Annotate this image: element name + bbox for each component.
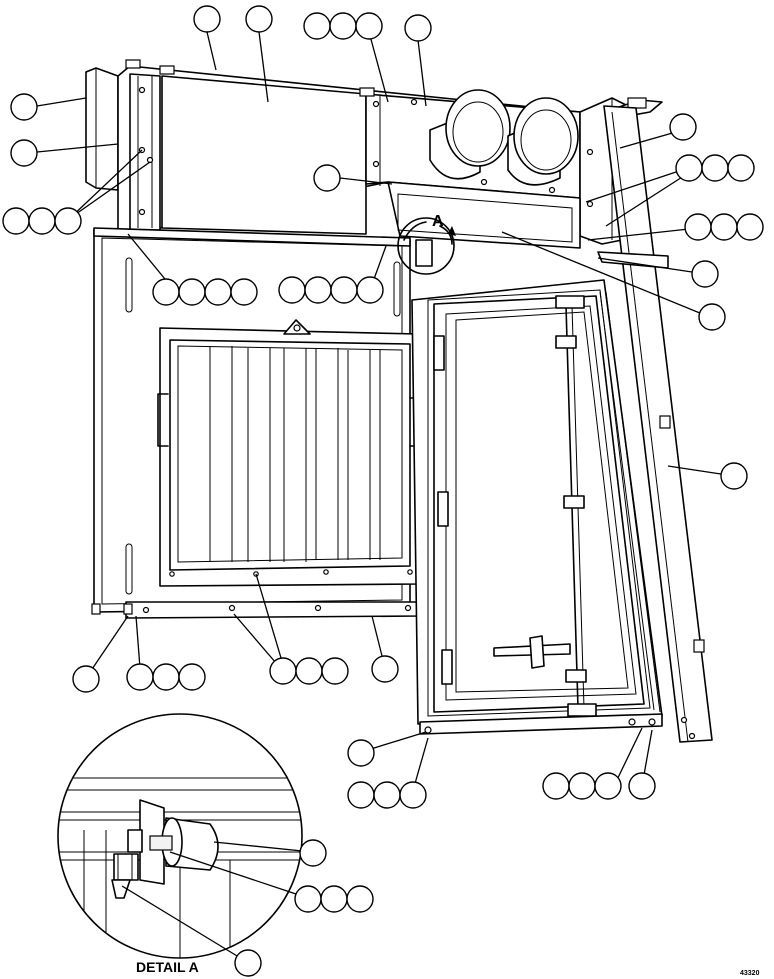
callout-triple bbox=[269, 657, 349, 685]
upper-plenum-assembly bbox=[85, 59, 663, 249]
callout-single bbox=[628, 772, 656, 800]
callout-single bbox=[347, 739, 375, 767]
callout-triple bbox=[684, 213, 764, 241]
callout-single bbox=[193, 5, 221, 33]
right-side-panel bbox=[597, 105, 713, 743]
figure-number: 43320 bbox=[740, 970, 760, 977]
callout-triple bbox=[542, 772, 622, 800]
callout-triple bbox=[347, 781, 427, 809]
callout-single bbox=[720, 462, 748, 490]
cabinet-bottom-rail bbox=[125, 601, 421, 619]
access-door bbox=[411, 279, 663, 735]
filter-pleats bbox=[209, 346, 381, 562]
callout-triple bbox=[303, 12, 383, 40]
callout-single bbox=[371, 655, 399, 683]
left-inlet-duct bbox=[85, 67, 119, 191]
outlet-duct-left bbox=[429, 89, 511, 180]
door-hinge-upper bbox=[433, 335, 445, 371]
callout-single bbox=[10, 93, 38, 121]
callout-single bbox=[299, 839, 327, 867]
detail-letter: A bbox=[432, 213, 444, 230]
callout-single bbox=[698, 303, 726, 331]
callout-single bbox=[313, 164, 341, 192]
callout-single bbox=[234, 949, 262, 977]
callout-triple bbox=[126, 663, 206, 691]
callout-quad bbox=[278, 276, 384, 304]
callout-single bbox=[10, 139, 38, 167]
callout-single bbox=[404, 14, 432, 42]
outlet-duct-right bbox=[507, 97, 579, 186]
plenum-bottom-flange bbox=[387, 181, 581, 249]
filter-element bbox=[157, 319, 419, 587]
callout-single bbox=[691, 260, 719, 288]
callout-single bbox=[245, 5, 273, 33]
plenum-front-panel bbox=[161, 75, 367, 235]
callout-bubbles bbox=[2, 5, 764, 977]
detail-caption: DETAIL A bbox=[136, 959, 199, 975]
door-hinge-lower bbox=[441, 649, 453, 685]
callout-triple bbox=[2, 207, 82, 235]
callout-triple bbox=[294, 885, 374, 913]
detail-a-indicator: A bbox=[397, 213, 456, 275]
callout-triple bbox=[675, 154, 755, 182]
callout-single bbox=[72, 665, 100, 693]
callout-quad bbox=[152, 278, 258, 306]
callout-single bbox=[669, 113, 697, 141]
detail-a-inset: DETAIL A bbox=[57, 713, 303, 975]
door-hinge-middle bbox=[437, 491, 449, 527]
filter-handle-left bbox=[157, 393, 169, 447]
leader-lines bbox=[36, 31, 735, 963]
